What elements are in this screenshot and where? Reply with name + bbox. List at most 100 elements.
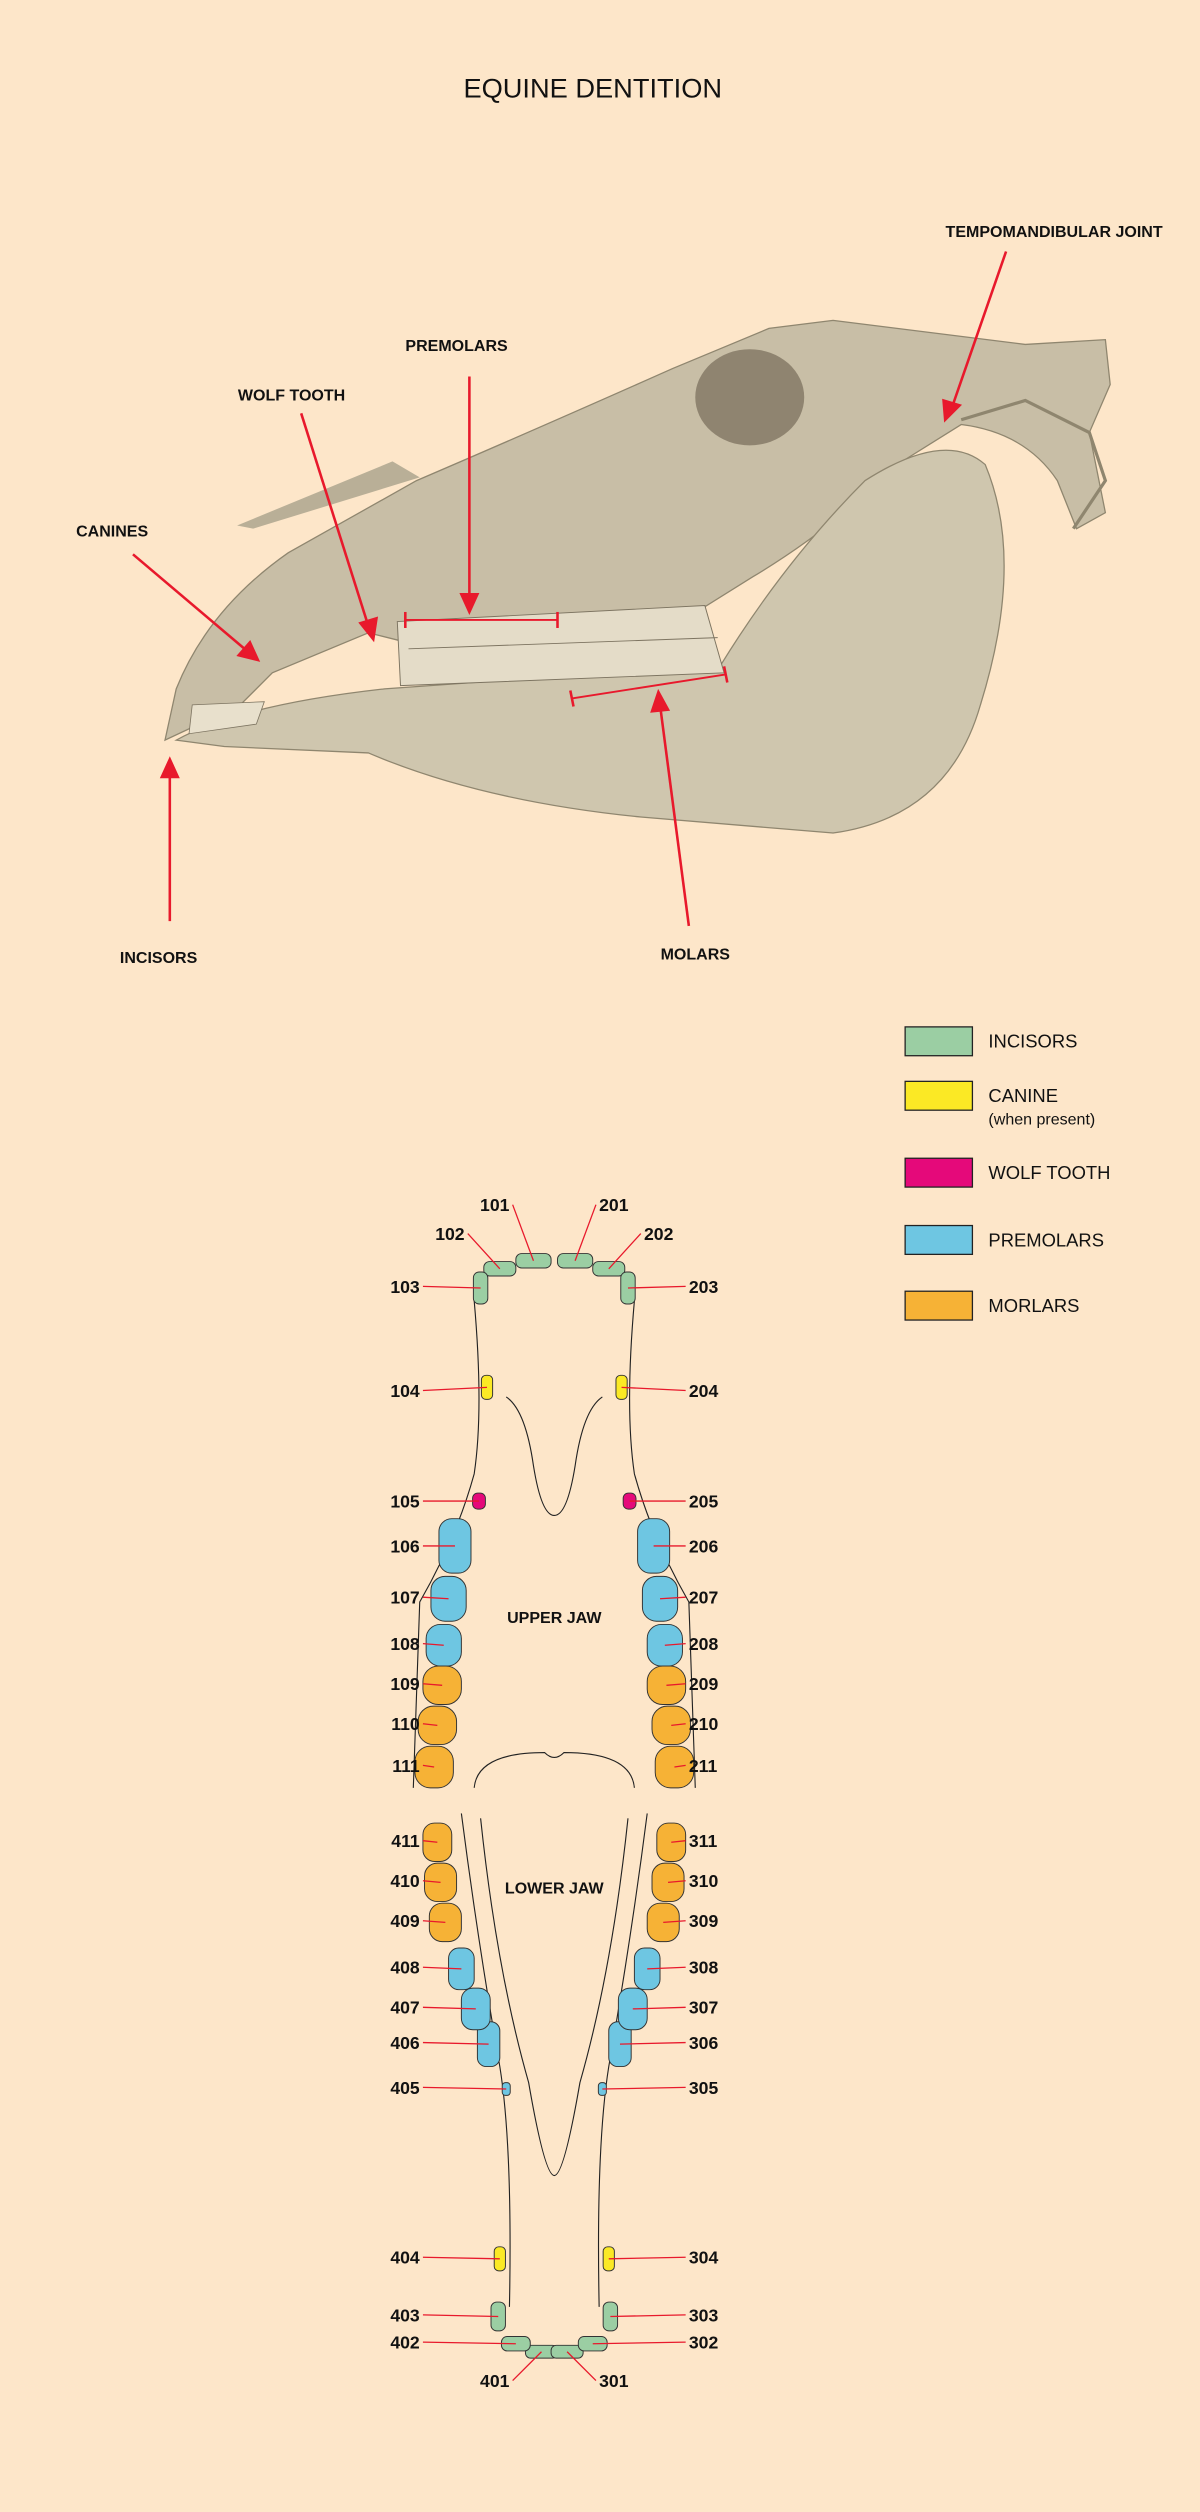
- leader-line: [467, 1233, 501, 1270]
- tooth-306: 306: [608, 2021, 718, 2068]
- tooth-shape: [414, 1745, 454, 1789]
- tooth-number: 104: [390, 1381, 420, 1401]
- tooth-408: 408: [390, 1947, 475, 1991]
- label-tempomandibular-joint: TEMPOMANDIBULAR JOINT: [946, 223, 1163, 241]
- tooth-407: 407: [390, 1987, 491, 2031]
- tooth-211: 211: [654, 1745, 718, 1789]
- leader-line: [512, 2351, 542, 2382]
- label-wolf-tooth: WOLF TOOTH: [238, 387, 345, 405]
- tooth-409: 409: [390, 1902, 462, 1943]
- leader-line: [422, 1386, 488, 1392]
- tooth-number: 211: [689, 1756, 718, 1776]
- leader-line: [666, 1683, 686, 1686]
- tooth-number: 105: [390, 1491, 420, 1511]
- leader-line: [422, 2314, 499, 2318]
- legend-label: MORLARS: [988, 1295, 1079, 1316]
- tooth-107: 107: [390, 1575, 467, 1622]
- tooth-number: 109: [390, 1674, 420, 1694]
- tooth-number: 207: [689, 1588, 719, 1608]
- tooth-301: 301: [550, 2344, 629, 2391]
- tooth-406: 406: [390, 2021, 501, 2068]
- tooth-number: 301: [599, 2371, 629, 2391]
- upper-jaw-label: UPPER JAW: [507, 1609, 602, 1627]
- legend-label: PREMOLARS: [988, 1229, 1104, 1250]
- leader-line: [674, 1764, 686, 1768]
- tooth-405: 405: [390, 2078, 511, 2098]
- tooth-104: 104: [390, 1374, 494, 1401]
- leader-line: [422, 1723, 438, 1726]
- tooth-number: 402: [390, 2333, 420, 2353]
- tooth-204: 204: [615, 1374, 718, 1401]
- leader-line: [667, 1880, 686, 1883]
- tooth-number: 409: [390, 1911, 420, 1931]
- leader-line: [664, 1643, 686, 1646]
- leader-line: [422, 1764, 435, 1768]
- tooth-311: 311: [656, 1822, 718, 1863]
- tooth-210: 210: [651, 1705, 719, 1746]
- tooth-308: 308: [633, 1947, 718, 1991]
- lower-jaw-label: LOWER JAW: [505, 1880, 605, 1898]
- legend-swatch: [904, 1080, 974, 1111]
- tooth-102: 102: [435, 1224, 517, 1277]
- tooth-201: 201: [557, 1195, 629, 1269]
- leader-line: [512, 1204, 535, 1261]
- legend-item: WOLF TOOTH: [904, 1157, 1110, 1188]
- tooth-403: 403: [390, 2301, 506, 2332]
- tooth-number: 311: [689, 1831, 718, 1851]
- tooth-number: 210: [689, 1714, 719, 1734]
- leader-line: [602, 2086, 686, 2090]
- leader-line: [671, 1723, 686, 1726]
- tooth-number: 208: [689, 1634, 719, 1654]
- tooth-number: 407: [390, 1998, 420, 2018]
- tooth-304: 304: [602, 2246, 718, 2272]
- tooth-number: 202: [644, 1224, 674, 1244]
- legend-item: PREMOLARS: [904, 1224, 1104, 1256]
- tooth-number: 103: [390, 1277, 420, 1297]
- tooth-number: 403: [390, 2305, 420, 2325]
- tooth-shape: [550, 2344, 584, 2359]
- tooth-number: 111: [392, 1756, 420, 1776]
- tooth-111: 111: [392, 1745, 454, 1789]
- tooth-number: 108: [390, 1634, 420, 1654]
- leader-line: [422, 1840, 438, 1843]
- tooth-208: 208: [646, 1623, 719, 1667]
- tooth-shape: [592, 1261, 626, 1277]
- tooth-309: 309: [646, 1902, 719, 1943]
- tooth-303: 303: [602, 2301, 719, 2332]
- tooth-number: 310: [689, 1871, 719, 1891]
- tooth-number: 110: [391, 1714, 420, 1734]
- skull-pointers: [132, 251, 1008, 927]
- tooth-number: 408: [390, 1958, 420, 1978]
- leader-line: [632, 2006, 686, 2010]
- tooth-number: 107: [390, 1588, 420, 1608]
- tooth-number: 303: [689, 2305, 719, 2325]
- leader-line: [608, 1233, 642, 1270]
- leader-line: [627, 1285, 686, 1289]
- leader-line: [422, 2086, 507, 2090]
- tooth-number: 410: [390, 1871, 420, 1891]
- label-canines: CANINES: [76, 523, 148, 541]
- leader-line: [621, 1386, 686, 1392]
- tooth-310: 310: [651, 1862, 719, 1903]
- tooth-number: 302: [689, 2333, 719, 2353]
- legend-swatch: [904, 1157, 974, 1188]
- jaw-outlines: [412, 1300, 696, 2307]
- tooth-206: 206: [637, 1518, 718, 1574]
- leader-line: [422, 2006, 476, 2010]
- tooth-number: 309: [689, 1911, 719, 1931]
- leader-line: [592, 2341, 686, 2345]
- label-molars: MOLARS: [661, 946, 731, 964]
- tooth-411: 411: [391, 1822, 453, 1863]
- label-premolars: PREMOLARS: [405, 337, 508, 355]
- tooth-109: 109: [390, 1665, 462, 1706]
- tooth-number: 201: [599, 1195, 629, 1215]
- tooth-number: 101: [480, 1195, 510, 1215]
- tooth-number: 102: [435, 1224, 465, 1244]
- leader-line: [659, 1596, 686, 1600]
- leader-line: [422, 1643, 444, 1646]
- tooth-shape: [557, 1253, 594, 1269]
- tooth-105: 105: [390, 1491, 486, 1511]
- leader-line: [422, 1920, 446, 1924]
- tooth-402: 402: [390, 2333, 531, 2353]
- legend-swatch: [904, 1290, 974, 1321]
